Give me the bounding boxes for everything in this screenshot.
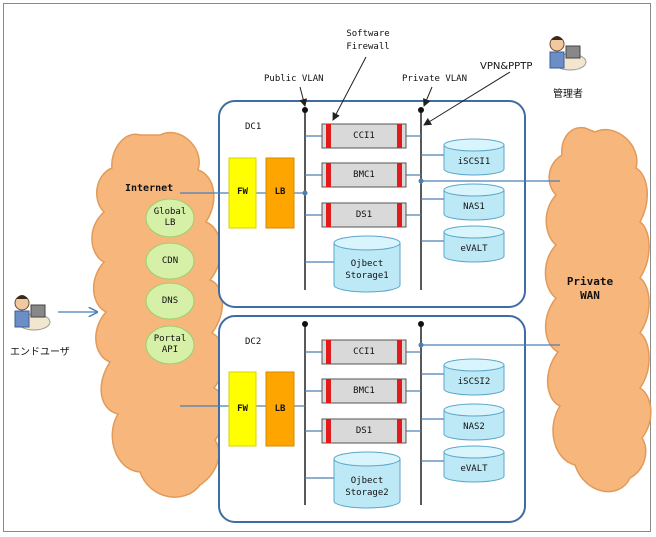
dc1-server-cci1 <box>321 123 407 149</box>
private-wan-cloud <box>544 126 652 493</box>
dc2-server-cci1 <box>321 339 407 365</box>
private-vlan-label: Private VLAN <box>402 74 468 84</box>
service-cdn <box>145 242 195 280</box>
dc2-cyl-nas2 <box>443 403 505 441</box>
private-wan-label: Private WAN <box>566 275 614 302</box>
dc1-server-bmc1 <box>321 162 407 188</box>
dc1-cyl-object-storage <box>333 235 401 293</box>
dc1-ds1-label: DS1 <box>355 210 373 220</box>
diagram-frame <box>3 3 651 532</box>
internet-label: Internet <box>125 183 174 194</box>
dc2-server-bmc1 <box>321 378 407 404</box>
dc2-server-ds1 <box>321 418 407 444</box>
dc2-cyl-evalt <box>443 445 505 483</box>
cdn-label: CDN <box>161 256 179 266</box>
service-global-lb <box>145 198 195 238</box>
dc1-cyl-nas1 <box>443 183 505 221</box>
admin-person-icon <box>549 36 587 71</box>
dc2-cyl-object-storage <box>333 451 401 509</box>
dc1-bmc1-label: BMC1 <box>353 170 375 180</box>
dc2-cci1-label: CCI1 <box>353 347 375 357</box>
dc2-object-storage-label: Ojbect Storage2 <box>345 476 389 498</box>
dc1-lb-box <box>265 157 295 229</box>
dc1-object-storage-label: Ojbect Storage1 <box>345 259 389 281</box>
dc1-fw-label: FW <box>237 187 248 197</box>
dc1-iscsi1-label: iSCSI1 <box>457 157 491 167</box>
dc2-nas2-label: NAS2 <box>463 422 485 432</box>
dc2-lb-label: LB <box>274 404 286 414</box>
dc1-cci1-label: CCI1 <box>353 131 375 141</box>
dc2-ds1-label: DS1 <box>355 426 373 436</box>
end-user-label: エンドユーザ <box>10 347 70 358</box>
dc1-evalt-label: eVALT <box>460 244 488 254</box>
public-vlan-label: Public VLAN <box>264 74 324 84</box>
dc2-fw-box <box>228 371 257 447</box>
service-dns <box>145 282 195 320</box>
dc2-bmc1-label: BMC1 <box>353 386 375 396</box>
service-portal-api <box>145 325 195 365</box>
dc1-title: DC1 <box>245 122 262 132</box>
dc2-cyl-iscsi2 <box>443 358 505 396</box>
dc1-lb-label: LB <box>274 187 286 197</box>
dc2-lb-box <box>265 371 295 447</box>
dc2-title: DC2 <box>245 337 262 347</box>
dc1-fw-box <box>228 157 257 229</box>
dc1-cyl-evalt <box>443 225 505 263</box>
global-lb-label: Global LB <box>153 207 187 228</box>
dc2-evalt-label: eVALT <box>460 464 488 474</box>
portal-api-label: Portal API <box>153 334 187 355</box>
dc1-server-ds1 <box>321 202 407 228</box>
vpn-label: VPN&PPTP <box>480 61 533 72</box>
dc1-cyl-iscsi1 <box>443 138 505 176</box>
dc1-nas1-label: NAS1 <box>463 202 485 212</box>
admin-label: 管理者 <box>553 89 583 100</box>
dns-label: DNS <box>161 296 179 306</box>
software-firewall-label: Software Firewall <box>346 29 390 52</box>
dc2-iscsi2-label: iSCSI2 <box>457 377 491 387</box>
dc2-fw-label: FW <box>237 404 248 414</box>
end-user-person-icon <box>14 295 51 331</box>
